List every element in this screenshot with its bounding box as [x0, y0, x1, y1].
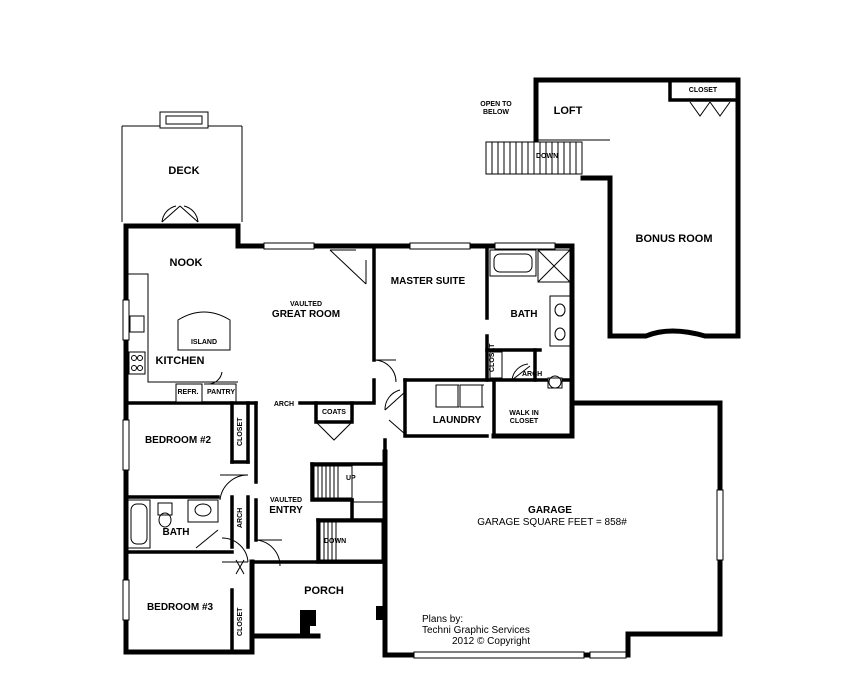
label-nook: NOOK — [170, 257, 203, 269]
main-stairs — [313, 465, 385, 561]
label-garage: GARAGE — [528, 505, 572, 516]
label-below: BELOW — [483, 109, 509, 116]
label-loft: LOFT — [554, 105, 583, 117]
upper-floor — [485, 77, 741, 339]
sink — [129, 315, 145, 333]
label-great-room: GREAT ROOM — [272, 309, 340, 320]
credit-plans-by: Plans by: — [422, 614, 463, 625]
refrigerator — [175, 383, 203, 403]
label-porch: PORCH — [304, 585, 344, 597]
label-stair-up: UP — [346, 475, 356, 482]
bath2-fixtures — [127, 499, 219, 549]
label-arch-bath: ARCH — [237, 508, 244, 528]
label-walk-in-2: CLOSET — [510, 418, 539, 425]
label-bonus-room: BONUS ROOM — [636, 233, 713, 245]
label-open-to: OPEN TO — [480, 101, 512, 108]
interior-walls — [124, 244, 574, 654]
door-swings — [195, 359, 397, 575]
garage-door — [413, 651, 585, 659]
toilet-tank — [157, 502, 173, 516]
label-entry: ENTRY — [269, 505, 303, 516]
label-island: ISLAND — [191, 339, 217, 346]
label-arch-master: ARCH — [522, 371, 542, 378]
deck — [121, 111, 243, 223]
windows — [122, 242, 724, 659]
label-loft-stair-down: DOWN — [536, 153, 558, 160]
master-bath-fixtures — [489, 249, 571, 389]
label-closet-bed3: CLOSET — [237, 607, 244, 636]
label-arch-hall: ARCH — [274, 401, 294, 408]
label-laundry: LAUNDRY — [433, 415, 482, 426]
label-bedroom3: BEDROOM #3 — [147, 602, 214, 613]
vanity — [187, 499, 219, 523]
label-stair-down: DOWN — [324, 538, 346, 545]
room-labels: DECK NOOK VAULTED GREAT ROOM ISLAND KITC… — [145, 87, 718, 636]
island — [177, 311, 231, 351]
label-bath2: BATH — [162, 527, 189, 538]
label-bedroom2: BEDROOM #2 — [145, 435, 212, 446]
label-pantry: PANTRY — [207, 389, 235, 396]
label-walk-in-1: WALK IN — [509, 410, 539, 417]
label-coats: COATS — [322, 409, 346, 416]
credits: Plans by: Techni Graphic Services 2012 ©… — [422, 614, 530, 647]
credit-copyright: 2012 © Copyright — [452, 636, 530, 647]
label-great-room-vaulted: VAULTED — [290, 301, 322, 308]
label-entry-vaulted: VAULTED — [270, 497, 302, 504]
range — [128, 351, 146, 375]
label-deck: DECK — [168, 165, 199, 177]
label-loft-closet: CLOSET — [689, 87, 718, 94]
credit-company: Techni Graphic Services — [422, 625, 530, 636]
exterior-walls — [123, 223, 723, 658]
label-refr: REFR. — [178, 389, 199, 396]
label-kitchen: KITCHEN — [156, 355, 205, 367]
porch-posts — [300, 606, 384, 634]
label-master-suite: MASTER SUITE — [391, 276, 466, 287]
kitchen-fixtures — [128, 249, 367, 403]
label-closet-bed2: CLOSET — [237, 417, 244, 446]
label-garage-sqft: GARAGE SQUARE FEET = 858# — [477, 517, 627, 528]
laundry-fixtures — [384, 384, 484, 435]
label-master-bath: BATH — [510, 309, 537, 320]
label-closet-master: CLOSET — [489, 343, 496, 372]
